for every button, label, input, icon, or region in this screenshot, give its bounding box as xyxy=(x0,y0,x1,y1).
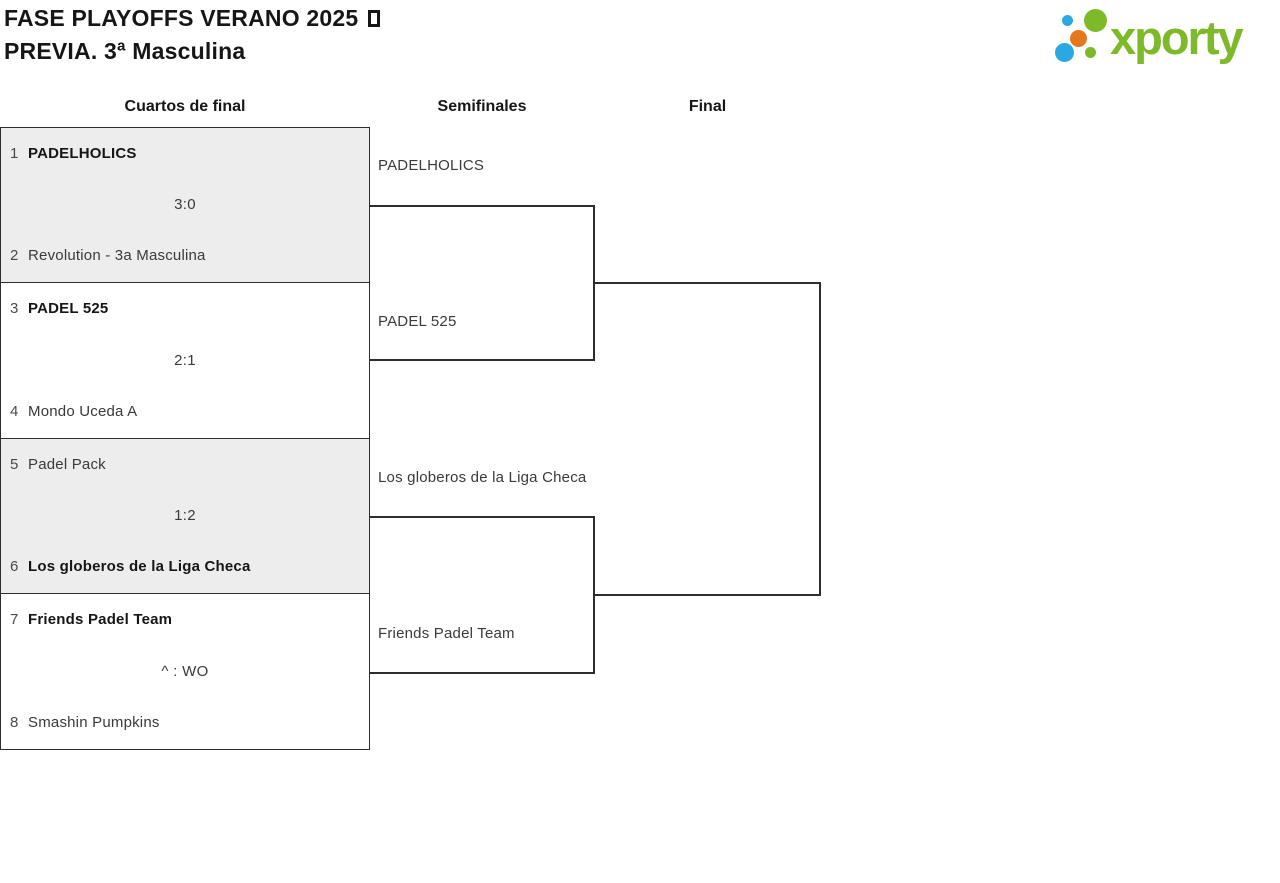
team-row: 2 Revolution - 3a Masculina xyxy=(10,246,361,266)
logo-dot-icon xyxy=(1070,30,1087,47)
seed-number: 6 xyxy=(10,558,19,575)
logo-dot-icon xyxy=(1062,15,1073,26)
team-row: 7 Friends Padel Team xyxy=(10,610,361,630)
title-line1: FASE PLAYOFFS VERANO 2025 xyxy=(4,2,381,35)
seed-number: 8 xyxy=(10,714,19,731)
missing-emoji-glyph xyxy=(368,10,381,27)
quarterfinal-match-3[interactable]: 5 Padel Pack 1:2 6 Los globeros de la Liga… xyxy=(0,438,370,594)
semifinal-1-team-b-label: PADEL 525 xyxy=(378,313,457,330)
page-title: FASE PLAYOFFS VERANO 2025 PREVIA. 3ª Mas… xyxy=(4,2,381,68)
match-score: 2:1 xyxy=(174,351,196,369)
semifinal-1-team-a-label: PADELHOLICS xyxy=(378,157,485,174)
xporty-logo[interactable]: xporty xyxy=(1048,4,1276,76)
team-name: Mondo Uceda A xyxy=(28,403,138,420)
quarterfinal-match-1[interactable]: 1 PADELHOLICS 3:0 2 Revolution - 3a Mascul… xyxy=(0,127,370,283)
seed-number: 5 xyxy=(10,456,19,473)
team-row: 8 Smashin Pumpkins xyxy=(10,713,361,733)
logo-dot-icon xyxy=(1084,9,1107,32)
team-row: 5 Padel Pack xyxy=(10,455,361,475)
team-row: 1 PADELHOLICS xyxy=(10,144,361,164)
team-name: PADEL 525 xyxy=(28,300,109,317)
team-name: Padel Pack xyxy=(28,456,106,473)
final-match-connector[interactable] xyxy=(595,282,821,596)
team-row: 3 PADEL 525 xyxy=(10,299,361,319)
team-name: Los globeros de la Liga Checa xyxy=(28,558,251,575)
seed-number: 1 xyxy=(10,145,19,162)
round-header-quarterfinals: Cuartos de final xyxy=(124,98,246,115)
logo-dot-icon xyxy=(1055,43,1074,62)
seed-number: 2 xyxy=(10,247,19,264)
title-line1-text: FASE PLAYOFFS VERANO 2025 xyxy=(4,5,359,31)
match-score: 3:0 xyxy=(174,196,196,213)
team-name: Smashin Pumpkins xyxy=(28,714,160,731)
semifinal-match-1-connector[interactable] xyxy=(369,205,595,361)
team-row: 6 Los globeros de la Liga Checa xyxy=(10,557,361,577)
match-score: 1:2 xyxy=(174,507,196,524)
team-row: 4 Mondo Uceda A xyxy=(10,402,361,422)
team-name: PADELHOLICS xyxy=(28,145,137,162)
seed-number: 4 xyxy=(10,403,19,420)
quarterfinal-match-4[interactable]: 7 Friends Padel Team ^ : WO 8 Smashin Pump… xyxy=(0,593,370,750)
semifinal-match-2-connector[interactable] xyxy=(369,516,595,674)
seed-number: 7 xyxy=(10,611,19,628)
semifinal-2-team-b-label: Friends Padel Team xyxy=(378,625,515,642)
match-score: ^ : WO xyxy=(161,662,209,680)
logo-dot-icon xyxy=(1085,47,1096,58)
round-header-semifinals: Semifinales xyxy=(437,98,527,115)
round-header-final: Final xyxy=(688,98,727,115)
team-name: Revolution - 3a Masculina xyxy=(28,247,206,264)
xporty-wordmark: xporty xyxy=(1110,11,1244,64)
title-line2: PREVIA. 3ª Masculina xyxy=(4,38,246,64)
team-name: Friends Padel Team xyxy=(28,611,173,628)
quarterfinal-match-2[interactable]: 3 PADEL 525 2:1 4 Mondo Uceda A xyxy=(0,282,370,439)
seed-number: 3 xyxy=(10,300,19,317)
semifinal-2-team-a-label: Los globeros de la Liga Checa xyxy=(378,469,587,486)
